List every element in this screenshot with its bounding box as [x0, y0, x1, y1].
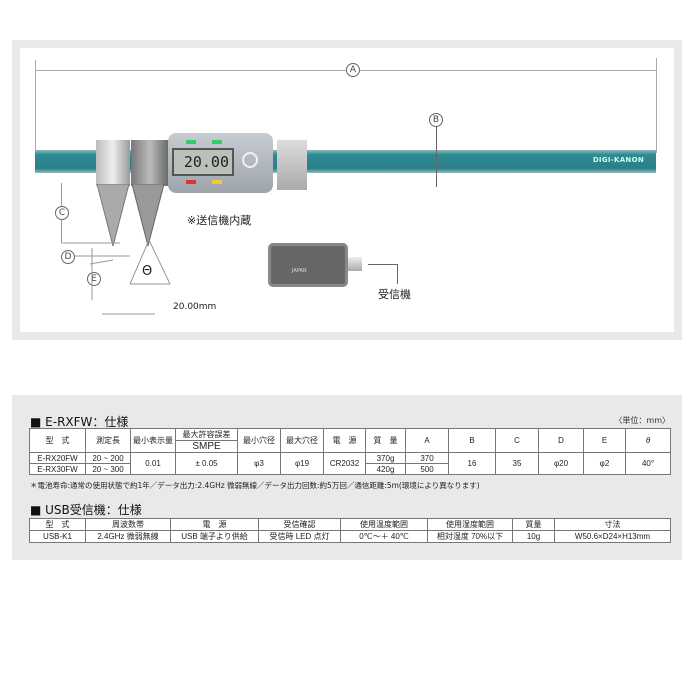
cell-max-hole: φ19	[280, 452, 324, 475]
cell2-temp: 0℃～＋ 40℃	[340, 530, 428, 543]
th-min-hole: 最小穴径	[237, 428, 281, 453]
receiver-mark: JAPAN	[292, 268, 307, 274]
cell2-humidity: 相対湿度 70%以下	[427, 530, 513, 543]
cell-range: 20 ~ 300	[85, 463, 131, 475]
usb-plug	[348, 257, 362, 271]
th-mpe-sub: SMPE	[175, 440, 238, 453]
spec2-table: 型 式 周波数帯 電 源 受信確認 使用温度範囲 使用湿度範囲 質量 寸法 US…	[29, 518, 671, 543]
th-mass: 質 量	[365, 428, 406, 453]
cell-power: CR2032	[323, 452, 366, 475]
jaw-fixed	[96, 140, 130, 186]
cell-a: 500	[405, 463, 449, 475]
transmitter-note: ※送信機内蔵	[187, 214, 252, 227]
th-a: A	[405, 428, 449, 453]
label-d: D	[61, 250, 75, 264]
th-b: B	[448, 428, 496, 453]
label-e: E	[87, 272, 101, 286]
cell-d: φ20	[538, 452, 584, 475]
button-yellow	[212, 180, 222, 184]
cell-a: 370	[405, 452, 449, 464]
cell-mass: 420g	[365, 463, 406, 475]
receiver-leader	[368, 264, 398, 284]
dim-line-a	[35, 70, 656, 71]
cell-c: 35	[495, 452, 539, 475]
th-mpe: 最大許容誤差	[175, 428, 238, 441]
cell-range: 20 ~ 200	[85, 452, 131, 464]
spec-panel: ■ E-RXFW：仕様 〈単位：mm〉 型 式 測定長 最小表示量 最大許容誤差…	[12, 395, 682, 560]
cell2-model: USB-K1	[29, 530, 86, 543]
label-b: B	[429, 113, 443, 127]
th2-humidity: 使用湿度範囲	[427, 518, 513, 531]
th-resolution: 最小表示量	[130, 428, 176, 453]
cell-mass: 370g	[365, 452, 406, 464]
unit-label: 〈単位：mm〉	[614, 416, 670, 425]
cell-resolution: 0.01	[130, 452, 176, 475]
spec2-title: ■ USB受信機：仕様	[30, 503, 142, 517]
ext-line-right	[656, 58, 657, 153]
logo-emblem	[242, 152, 258, 168]
th2-indicator: 受信確認	[258, 518, 341, 531]
th-range: 測定長	[85, 428, 131, 453]
cell-theta: 40°	[625, 452, 671, 475]
th-d: D	[538, 428, 584, 453]
th2-temp: 使用温度範囲	[340, 518, 428, 531]
cell2-power: USB 端子より供給	[170, 530, 259, 543]
cell-e: φ2	[583, 452, 626, 475]
dim-line-b	[436, 125, 437, 187]
cell-min-hole: φ3	[237, 452, 281, 475]
jaw-slider	[131, 140, 169, 186]
label-a: A	[346, 63, 360, 77]
cell2-frequency: 2.4GHz 微弱無線	[85, 530, 171, 543]
th2-mass: 質量	[512, 518, 555, 531]
th2-power: 電 源	[170, 518, 259, 531]
label-c: C	[55, 206, 69, 220]
cell2-mass: 10g	[512, 530, 555, 543]
th-e: E	[583, 428, 626, 453]
brand-text: DIGI-KANON	[592, 156, 644, 164]
label-theta: Θ	[142, 264, 153, 279]
button-green-2	[212, 140, 222, 144]
th2-model: 型 式	[29, 518, 86, 531]
th2-frequency: 周波数帯	[85, 518, 171, 531]
cell2-dimensions: W50.6×D24×H13mm	[554, 530, 671, 543]
th-model: 型 式	[29, 428, 86, 453]
cell-mpe: ± 0.05	[175, 452, 238, 475]
lcd-screen: 20.00	[172, 148, 234, 176]
cell-b: 16	[448, 452, 496, 475]
receiver-label: 受信機	[378, 288, 411, 301]
usb-receiver	[268, 243, 348, 287]
cell-model: E-RX30FW	[29, 463, 86, 475]
th2-dimensions: 寸法	[554, 518, 671, 531]
clamp-block	[277, 140, 307, 190]
cell-model: E-RX20FW	[29, 452, 86, 464]
th-max-hole: 最大穴径	[280, 428, 324, 453]
spec1-note: ＊電池寿命:通常の使用状態で約1年／データ出力:2.4GHz 微弱無線／データ出…	[30, 481, 480, 490]
diagram-panel	[12, 40, 682, 340]
th-c: C	[495, 428, 539, 453]
button-red	[186, 180, 196, 184]
spec1-title: ■ E-RXFW：仕様	[30, 415, 129, 429]
button-green-1	[186, 140, 196, 144]
cone-points	[96, 184, 165, 247]
th-power: 電 源	[323, 428, 366, 453]
pitch-label: 20.00mm	[173, 302, 217, 312]
th-theta: θ	[625, 428, 671, 453]
cell2-indicator: 受信時 LED 点灯	[258, 530, 341, 543]
spec1-table: 型 式 測定長 最小表示量 最大許容誤差 最小穴径 最大穴径 電 源 質 量 A…	[29, 428, 671, 475]
ext-line-left	[35, 60, 36, 170]
dimension-lines	[62, 240, 171, 315]
